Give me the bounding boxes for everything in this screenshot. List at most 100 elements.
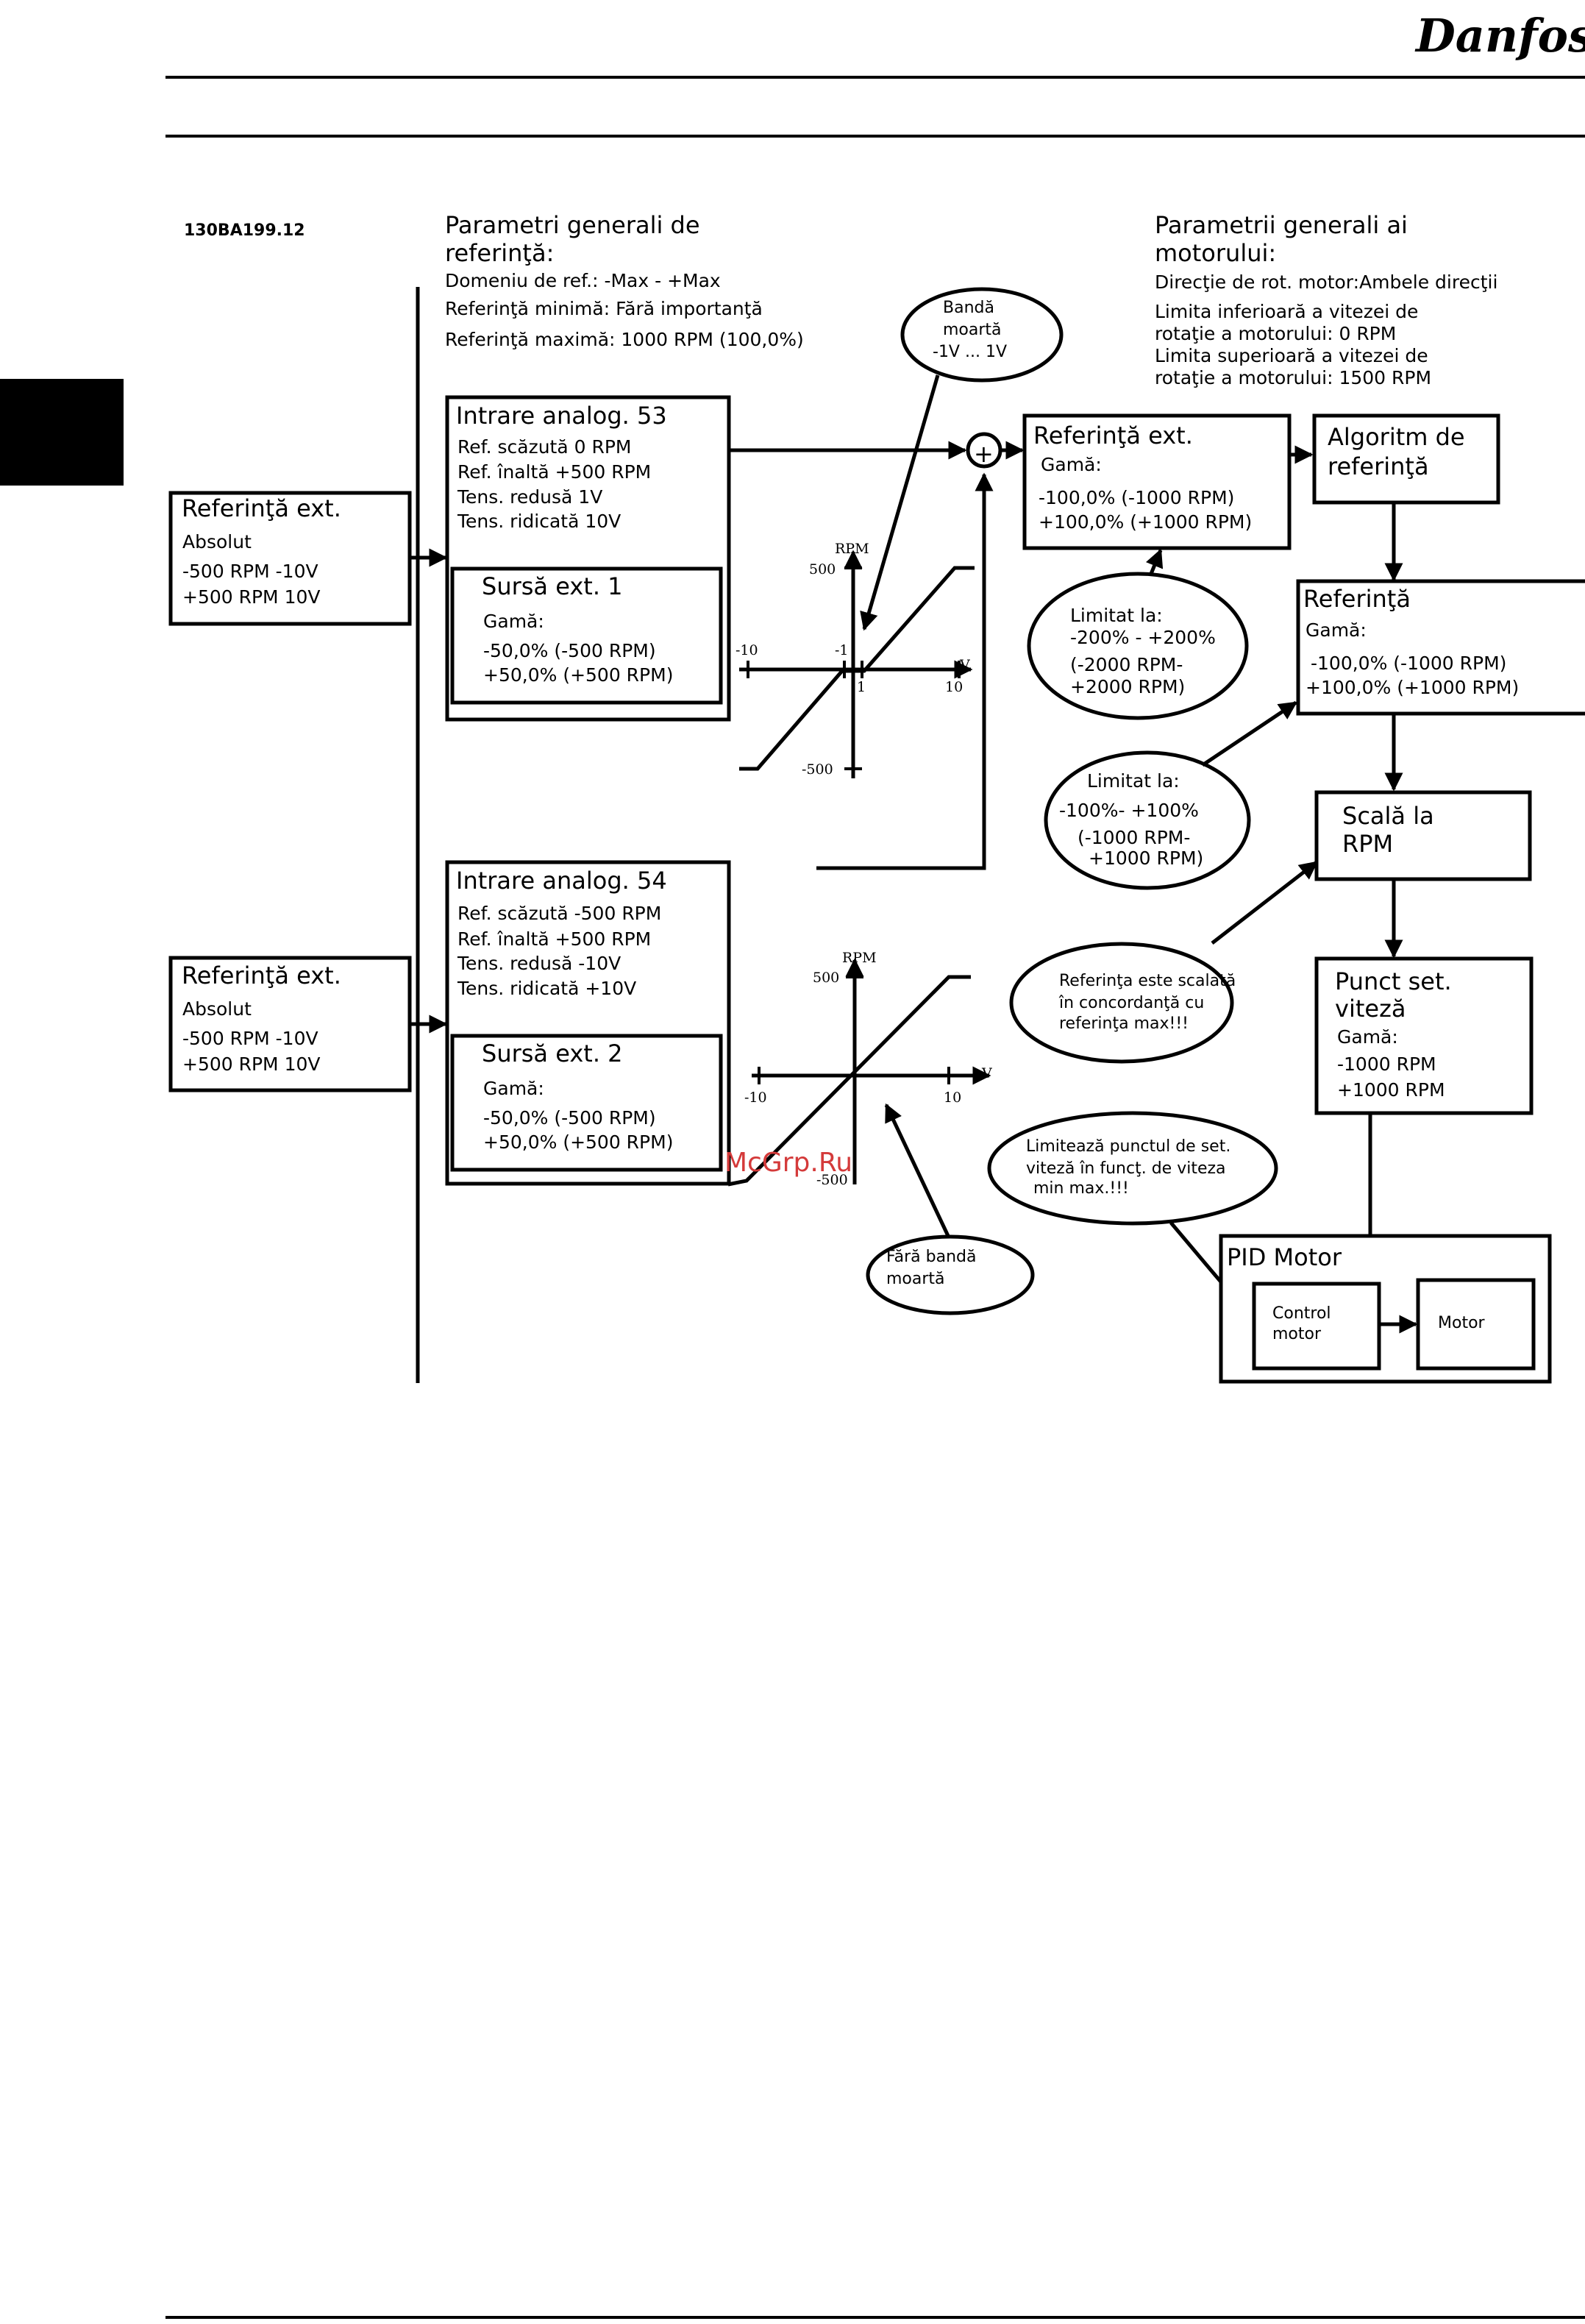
no-deadband-bubble-line-1: Fără bandă [886,1248,976,1266]
arrow-limit-2-to-reference [1201,700,1298,767]
arrow-limit-1-to-ext-ref [1145,548,1164,575]
graph-2-x-right-label: 10 [944,1090,961,1106]
chapter-tab [0,379,124,486]
source-ext-2-high: +50,0% (+500 RPM) [483,1131,673,1153]
general-ref-title-line-2: referinţă: [445,239,554,267]
ext-ref-2-high: +500 RPM 10V [182,1053,321,1075]
general-motor-title-line-1: Parametrii generali ai [1155,211,1408,239]
limit-bubble-1-line-2: -200% - +200% [1070,627,1216,648]
graph-1-x-left-label: -10 [735,642,758,658]
setpoint-title-line-1: Punct set. [1335,967,1452,995]
graph-2-x-left-label: -10 [744,1090,767,1106]
analog-54-ref-high: Ref. înaltă +500 RPM [457,928,651,950]
analog-input-53-box: Intrare analog. 53 Ref. scăzută 0 RPM Re… [445,395,731,722]
deadband-bubble-line-3: -1V ... 1V [933,343,1007,361]
setpoint-range-label: Gamă: [1337,1026,1398,1048]
control-motor-box [1252,1282,1381,1371]
ext-ref-1-low: -500 RPM -10V [182,561,318,582]
analog-53-volt-high: Tens. ridicată 10V [457,511,621,532]
source-ext-2-title: Sursă ext. 2 [482,1040,623,1067]
deadband-bubble: Bandă moartă -1V ... 1V [900,287,1064,383]
graph-2-y-label: RPM [842,950,877,966]
source-ext-1-low: -50,0% (-500 RPM) [483,640,656,661]
setpoint-high: +1000 RPM [1337,1079,1445,1101]
limit-bubble-1: Limitat la: -200% - +200% (-2000 RPM- +2… [1027,572,1249,720]
limit-bubble-2-line-2: -100%- +100% [1059,800,1199,821]
analog-53-volt-low: Tens. redusă 1V [457,486,602,508]
general-motor-low-2: rotaţie a motorului: 0 RPM [1155,323,1396,344]
reference-low: -100,0% (-1000 RPM) [1311,653,1506,674]
analog-54-title: Intrare analog. 54 [456,867,667,895]
graph-1-curve [739,566,975,771]
general-motor-high-2: rotaţie a motorului: 1500 RPM [1155,367,1431,388]
analog-54-ref-low: Ref. scăzută -500 RPM [457,903,661,924]
source-ext-1-high: +50,0% (+500 RPM) [483,664,673,686]
pid-motor-box: PID Motor Control motor Motor [1219,1234,1552,1384]
source-ext-1-range-label: Gamă: [483,611,544,632]
analog-input-54-box: Intrare analog. 54 Ref. scăzută -500 RPM… [445,860,731,1186]
limit-bubble-2-line-3: (-1000 RPM- [1078,827,1190,848]
general-ref-min: Referinţă minimă: Fără importanţă [445,298,763,319]
danfoss-logo: Danfoss [1414,9,1585,63]
graph-1-x-neg1-label: -1 [835,642,849,658]
figure-code: 130BA199.12 [184,221,305,240]
algorithm-title-line-1: Algoritm de [1328,423,1465,451]
graph-1-y-top-label: 500 [809,561,836,578]
general-ref-range: Domeniu de ref.: -Max - +Max [445,270,721,291]
graph-1-x-label: V [959,657,970,673]
scaled-bubble-line-2: în concordanţă cu [1058,994,1204,1012]
motor-label: Motor [1438,1314,1486,1332]
analog-53-ref-low: Ref. scăzută 0 RPM [457,436,632,458]
graph-1: RPM V 500 -500 -10 10 1 -1 [735,541,975,778]
reference-high: +100,0% (+1000 RPM) [1306,677,1519,698]
scale-rpm-box: Scală la RPM [1314,790,1532,881]
scale-rpm-title-line-1: Scală la [1342,802,1434,830]
reference-algorithm-box: Algoritm de referinţă [1312,413,1500,505]
limits-bubble-line-2: viteză în funcţ. de viteza [1026,1159,1226,1178]
graph-2-curve [727,975,971,1187]
reference-title: Referinţă [1303,585,1411,613]
limit-bubble-2-line-1: Limitat la: [1087,770,1180,792]
scaled-bubble-line-3: referinţa max!!! [1059,1014,1189,1033]
ext-ref-sum-high: +100,0% (+1000 RPM) [1039,511,1252,533]
ext-ref-1-title: Referinţă ext. [182,494,341,522]
general-motor-high-1: Limita superioară a vitezei de [1155,345,1428,366]
arrow-scaled-bubble-to-scale [1211,861,1318,945]
reference-range-label: Gamă: [1306,619,1367,641]
general-motor-params: Parametrii generali ai motorului: Direcţ… [1155,211,1497,388]
ext-ref-1-high: +500 RPM 10V [182,586,321,608]
no-deadband-bubble: Fără bandă moartă [866,1234,1035,1315]
analog-54-volt-high: Tens. ridicată +10V [457,978,636,999]
source-ext-2-range-label: Gamă: [483,1078,544,1099]
scale-rpm-title-line-2: RPM [1342,830,1393,858]
limit-bubble-1-line-4: +2000 RPM) [1070,676,1185,697]
ext-ref-sum-title: Referinţă ext. [1033,422,1193,449]
graph-2-y-bottom-label: -500 [816,1172,848,1188]
graph-1-y-bottom-label: -500 [802,761,833,778]
limits-bubble-line-1: Limitează punctul de set. [1026,1137,1230,1156]
summing-junction-plus: + [974,440,994,468]
speed-limits-bubble: Limitează punctul de set. viteză în func… [987,1111,1278,1226]
line-analog-54-to-sum [816,472,994,870]
graph-2-y-top-label: 500 [813,970,839,986]
deadband-bubble-line-2: moartă [943,321,1002,339]
pid-motor-title: PID Motor [1227,1243,1342,1271]
limit-bubble-1-line-3: (-2000 RPM- [1070,654,1183,675]
algorithm-title-line-2: referinţă [1328,452,1429,480]
limit-bubble-1-line-1: Limitat la: [1070,605,1163,626]
scaled-bubble-line-1: Referinţa este scalată [1059,972,1236,990]
deadband-bubble-line-1: Bandă [943,299,994,317]
source-ext-1-box [450,566,723,705]
ext-ref-box-2: Referinţă ext. Absolut -500 RPM -10V +50… [168,956,412,1092]
scaled-reference-bubble: Referinţa este scalată în concordanţă cu… [1009,942,1236,1064]
source-ext-2-low: -50,0% (-500 RPM) [483,1107,656,1129]
general-motor-low-1: Limita inferioară a vitezei de [1155,301,1418,322]
source-ext-2-box [450,1034,723,1172]
general-ref-params: Parametri generali de referinţă: Domeniu… [445,211,804,350]
graph-2: RPM V 500 -500 -10 10 [727,950,992,1188]
graph-1-x-pos1-label: 1 [857,679,866,695]
general-motor-direction: Direcţie de rot. motor:Ambele direcţii [1155,271,1497,293]
source-ext-1-title: Sursă ext. 1 [482,572,623,600]
ext-ref-1-mode: Absolut [182,531,252,552]
general-ref-title-line-1: Parametri generali de [445,211,700,239]
